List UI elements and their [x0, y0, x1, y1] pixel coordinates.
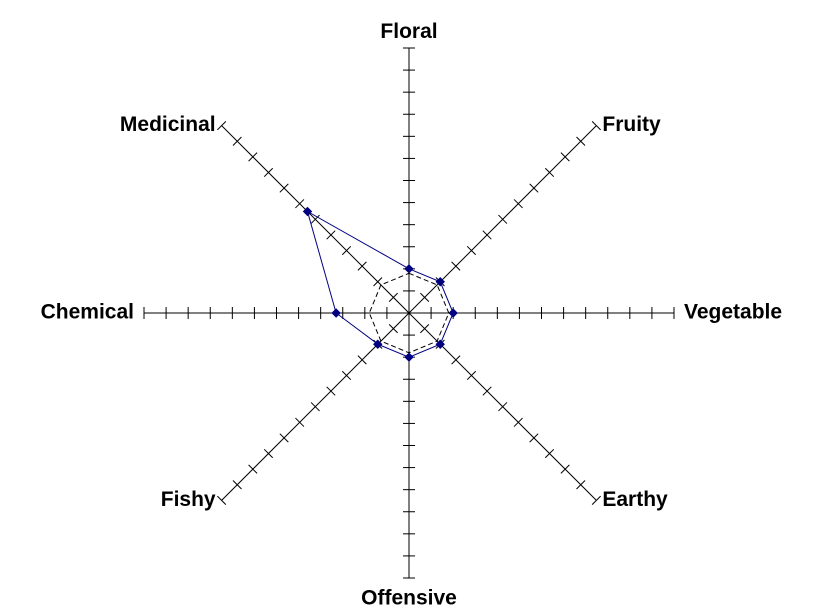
tick-medicinal-12 [217, 121, 227, 131]
tick-fruity-4 [466, 245, 477, 256]
axes-layer [143, 47, 675, 579]
axis-label-offensive: Offensive [361, 586, 457, 609]
tick-medicinal-5 [326, 230, 336, 240]
axis-label-fishy: Fishy [161, 488, 216, 511]
axis-label-floral: Floral [380, 20, 437, 43]
tick-fishy-10 [248, 464, 258, 474]
axis-label-medicinal: Medicinal [120, 113, 216, 136]
axis-label-earthy: Earthy [602, 488, 668, 511]
tick-fishy-1 [388, 324, 398, 334]
series-0-point-offensive [404, 352, 414, 362]
tick-fishy-12 [217, 495, 227, 505]
tick-fishy-4 [341, 370, 352, 381]
tick-earthy-11 [576, 480, 586, 490]
series-0-point-fruity [435, 277, 445, 287]
tick-earthy-6 [498, 402, 508, 412]
tick-earthy-4 [466, 370, 477, 381]
tick-earthy-12 [591, 495, 601, 505]
tick-earthy-5 [482, 386, 492, 396]
axis-label-chemical: Chemical [41, 301, 134, 324]
tick-fishy-5 [326, 386, 336, 396]
tick-fishy-6 [310, 402, 320, 412]
tick-earthy-10 [560, 464, 570, 474]
tick-fishy-7 [295, 417, 305, 427]
tick-earthy-9 [544, 448, 555, 459]
tick-medicinal-6 [310, 214, 320, 224]
tick-fruity-5 [482, 230, 492, 240]
tick-earthy-1 [420, 324, 430, 334]
series-0-point-fishy [373, 339, 383, 349]
series-0-point-earthy [435, 339, 445, 349]
tick-fishy-3 [357, 355, 367, 365]
tick-medicinal-7 [295, 199, 305, 209]
tick-fruity-6 [498, 214, 508, 224]
tick-fishy-8 [279, 433, 289, 443]
tick-fruity-10 [560, 152, 570, 162]
tick-fishy-9 [263, 448, 274, 459]
axis-label-vegetable: Vegetable [684, 301, 782, 324]
series-0-point-medicinal [302, 206, 313, 217]
tick-fruity-9 [544, 167, 555, 178]
tick-medicinal-4 [341, 245, 352, 256]
tick-medicinal-8 [279, 183, 289, 193]
tick-medicinal-2 [373, 277, 383, 287]
tick-medicinal-10 [248, 152, 258, 162]
series-1-line [368, 272, 450, 354]
tick-fruity-11 [576, 136, 586, 146]
tick-fruity-7 [513, 199, 523, 209]
series-layer [302, 206, 458, 362]
axis-label-fruity: Fruity [602, 113, 661, 136]
tick-medicinal-11 [232, 136, 242, 146]
tick-fruity-3 [451, 261, 461, 271]
series-0-point-vegetable [448, 308, 458, 318]
series-0-point-chemical [331, 308, 341, 318]
tick-earthy-7 [513, 417, 523, 427]
series-0-point-floral [404, 264, 414, 274]
tick-fruity-8 [529, 183, 539, 193]
tick-fishy-11 [232, 480, 242, 490]
tick-medicinal-3 [357, 261, 367, 271]
tick-medicinal-1 [388, 292, 398, 302]
tick-fruity-1 [420, 292, 430, 302]
tick-earthy-3 [451, 355, 461, 365]
tick-fruity-12 [591, 121, 601, 131]
tick-earthy-8 [529, 433, 539, 443]
tick-medicinal-9 [263, 167, 274, 178]
